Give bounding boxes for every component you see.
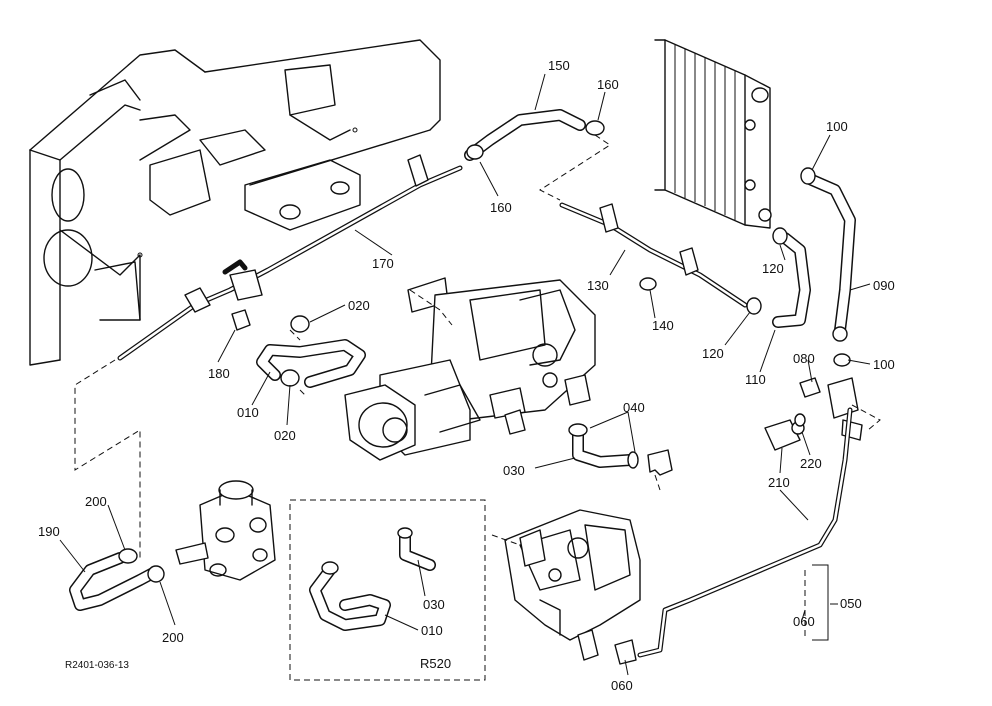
fitting-080	[799, 377, 863, 441]
inset-label: R520	[420, 656, 451, 671]
callout-010: 010	[237, 405, 259, 420]
callout-120-upper: 120	[762, 261, 784, 276]
callout-200-lower: 200	[162, 630, 184, 645]
bolt-180	[231, 309, 251, 331]
callout-080: 080	[793, 351, 815, 366]
callout-200-upper: 200	[85, 494, 107, 509]
clamp-040-lower	[627, 451, 639, 469]
callout-110: 110	[745, 372, 766, 387]
hose-150	[464, 109, 605, 161]
connector-line-030	[654, 474, 661, 491]
chassis-frame	[29, 39, 441, 366]
clamp-100-lower	[833, 353, 851, 367]
callout-020-lower: 020	[274, 428, 296, 443]
callout-160-mid: 160	[490, 200, 512, 215]
connector-line-left	[74, 359, 141, 560]
hose-190	[69, 552, 161, 611]
callout-190: 190	[38, 524, 60, 539]
callout-090: 090	[873, 278, 895, 293]
callout-210: 210	[768, 475, 790, 490]
lower-pump-assembly	[504, 509, 641, 661]
clamp-120-upper	[772, 227, 788, 245]
inset-r520	[289, 499, 486, 681]
hydraulic-pump-assembly	[344, 277, 596, 461]
elbow-fitting-040	[647, 449, 673, 476]
oil-cooler	[654, 39, 772, 229]
callout-010-inset: 010	[421, 623, 443, 638]
clamp-020-lower	[280, 369, 300, 387]
pipe-170	[117, 154, 463, 361]
pipe-130	[559, 202, 748, 308]
clamp-020-upper	[290, 315, 310, 333]
callouts: 150 160 160 100 170 130 120 090 020 140 …	[38, 58, 895, 693]
connector-line-center	[409, 289, 453, 326]
connector-line-right	[851, 404, 881, 431]
connector-line-top	[538, 134, 611, 201]
callout-180: 180	[208, 366, 230, 381]
clamp-100-top	[800, 167, 816, 185]
callout-030-inset: 030	[423, 597, 445, 612]
hose-030	[572, 427, 636, 468]
clamp-200-lower	[147, 565, 165, 583]
callout-040: 040	[623, 400, 645, 415]
connector-line-010	[289, 329, 306, 396]
hose-010	[256, 339, 366, 388]
callout-060-bracket: 060	[793, 614, 815, 629]
bracket-050	[812, 564, 829, 641]
figure-code: R2401-036-13	[65, 660, 129, 671]
callout-150: 150	[548, 58, 570, 73]
hose-110	[772, 232, 811, 328]
hose-090	[806, 174, 856, 342]
callout-120-lower: 120	[702, 346, 724, 361]
callout-060-bottom: 060	[611, 678, 633, 693]
callout-100-lower: 100	[873, 357, 895, 372]
clamp-200-upper	[118, 548, 138, 564]
elbow-fitting-center	[564, 374, 591, 406]
callout-030: 030	[503, 463, 525, 478]
callout-050: 050	[840, 596, 862, 611]
callout-100-top: 100	[826, 119, 848, 134]
connector-line-lower-pump	[491, 534, 521, 546]
callout-020-upper: 020	[348, 298, 370, 313]
control-valve	[175, 480, 276, 581]
clamp-120-lower	[746, 297, 762, 315]
callout-130: 130	[587, 278, 609, 293]
callout-170: 170	[372, 256, 394, 271]
pressure-switch-210	[764, 413, 806, 451]
leader-lines	[59, 73, 871, 676]
callout-140: 140	[652, 318, 674, 333]
callout-160-top: 160	[597, 77, 619, 92]
clamp-040-upper	[568, 423, 588, 437]
pipe-050	[614, 407, 853, 665]
callout-220: 220	[800, 456, 822, 471]
